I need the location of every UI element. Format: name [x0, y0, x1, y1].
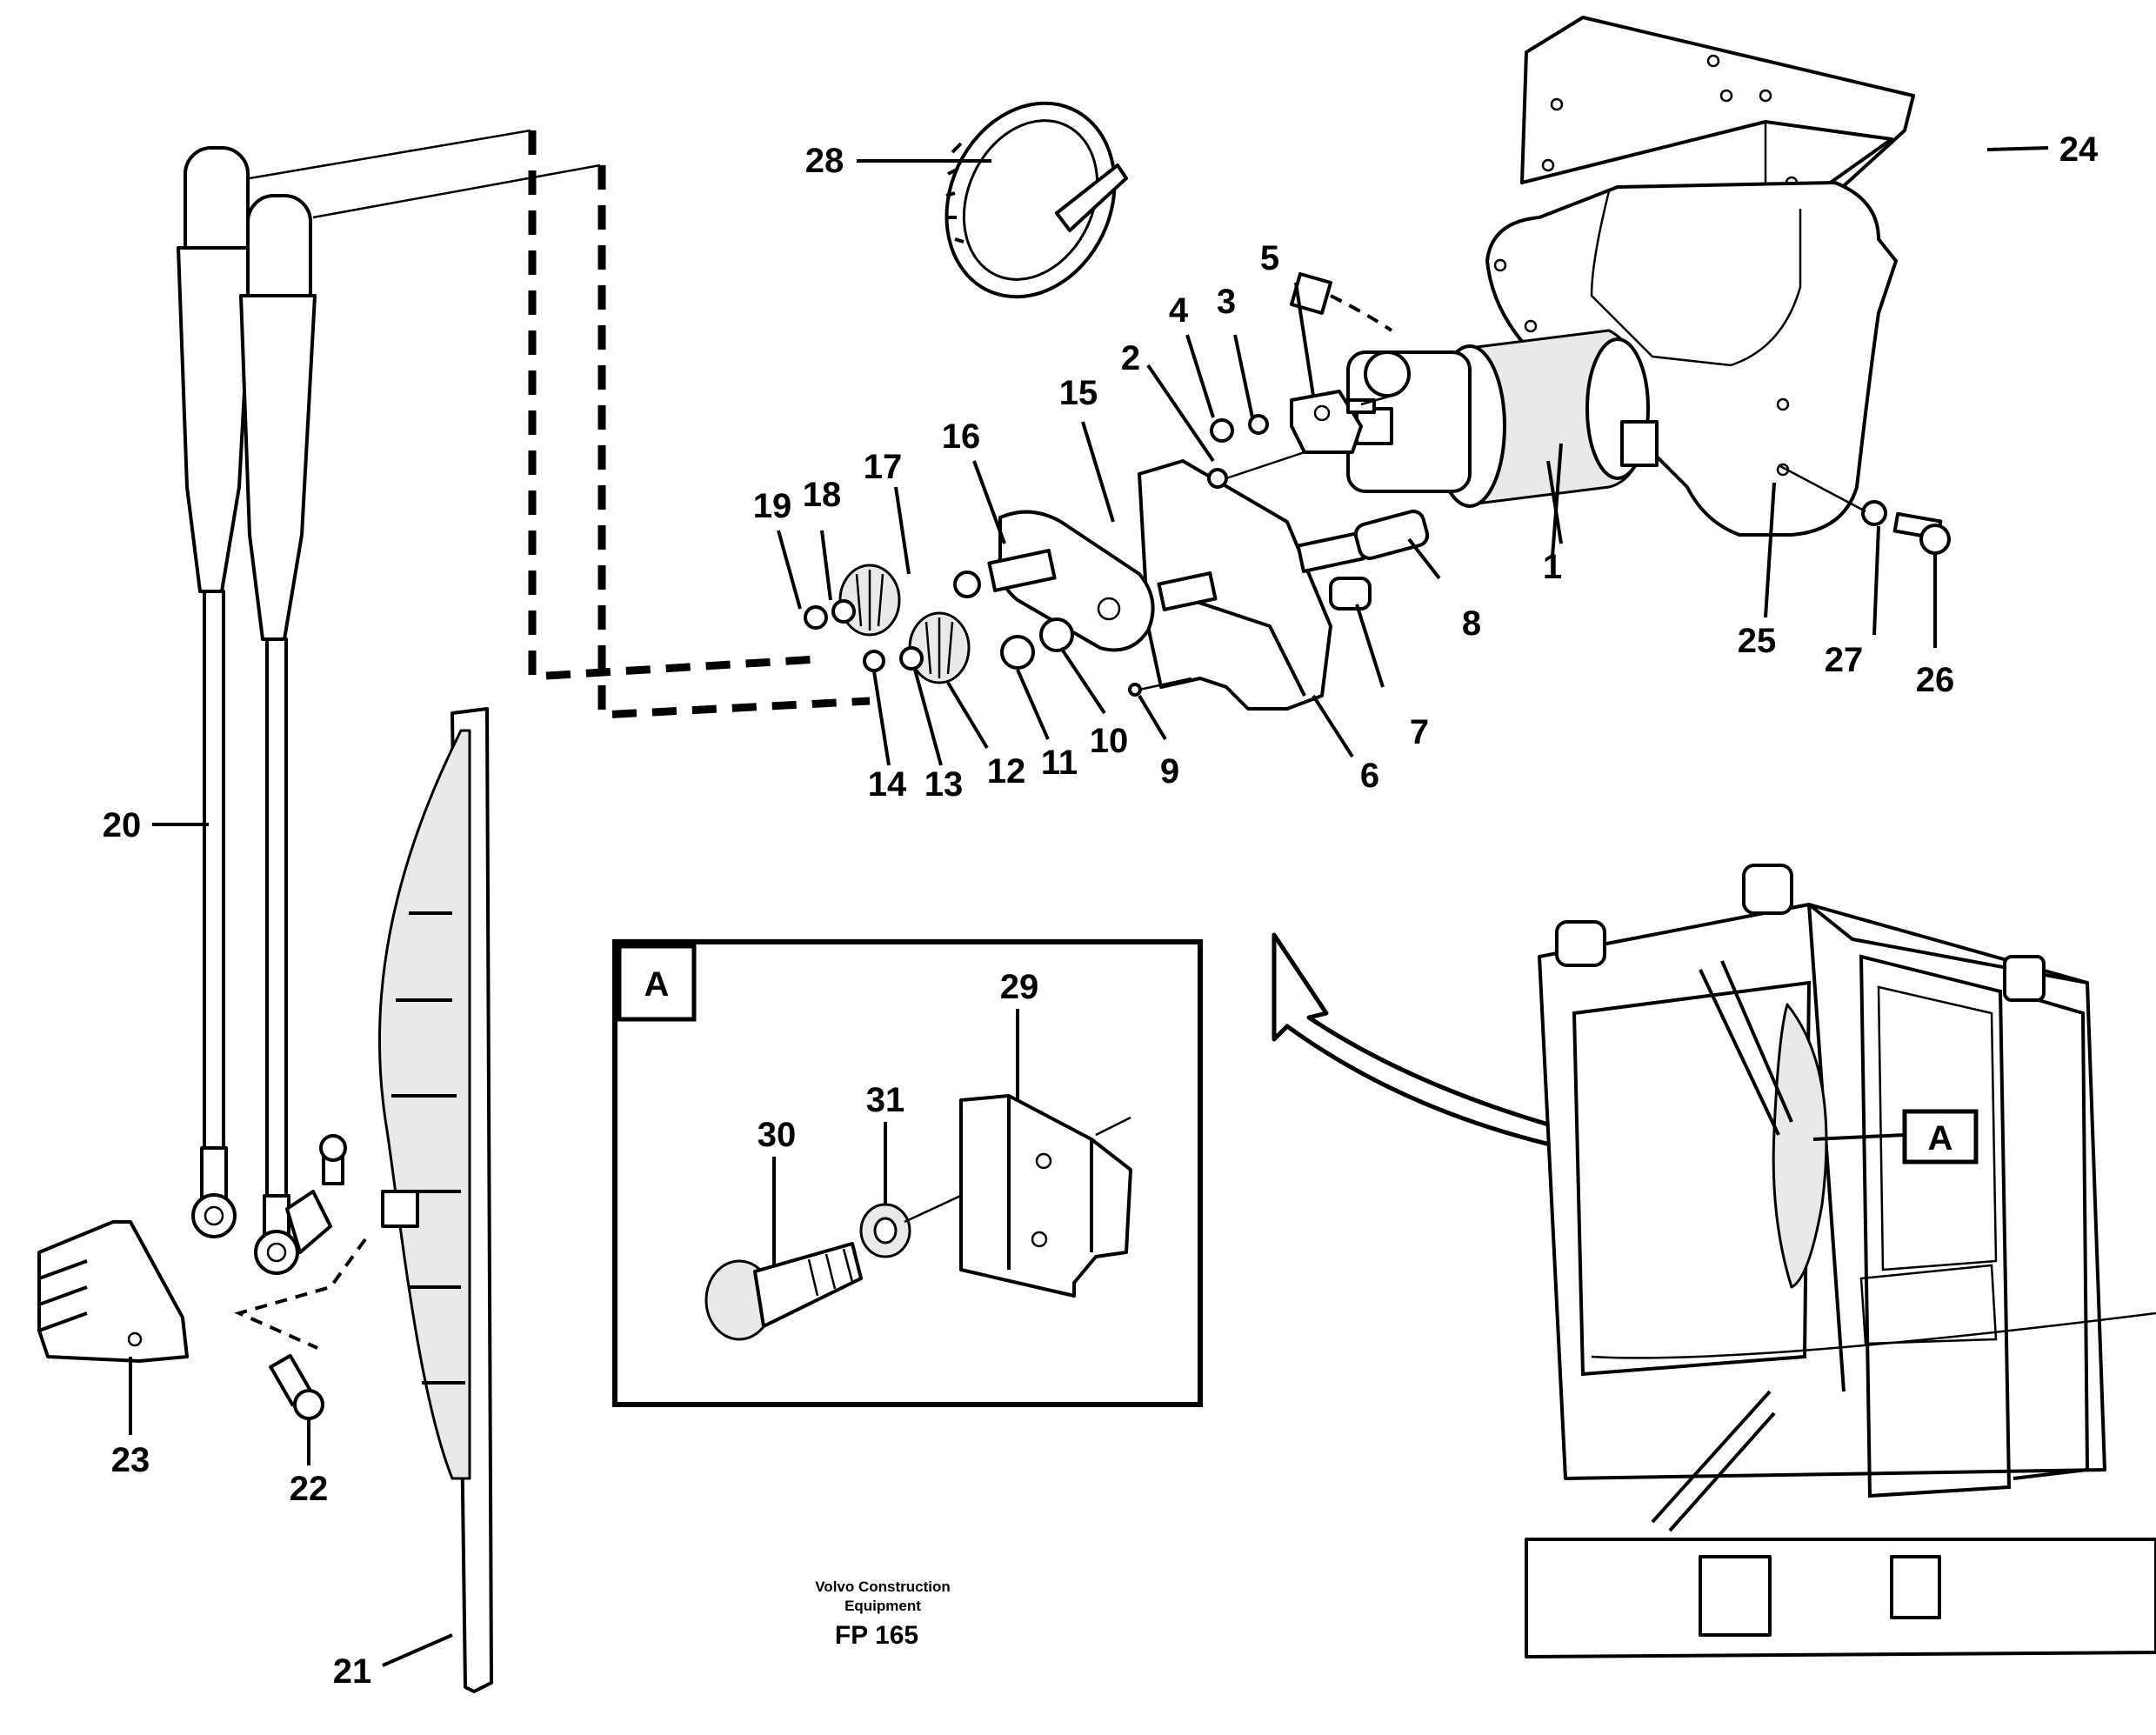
callout-27: 27 [1825, 641, 1864, 679]
plate-5 [1290, 390, 1376, 454]
callout-4: 4 [1169, 291, 1189, 330]
dashed-connection-lines [234, 130, 871, 1350]
brand-line-2: Equipment [844, 1598, 921, 1614]
hose-clamp-28 [945, 101, 1128, 299]
callout-numbers: 1 2 3 4 5 6 7 8 9 10 11 12 13 14 15 16 1… [103, 130, 2099, 1691]
figure-code: FP 165 [835, 1621, 918, 1650]
callout-30: 30 [758, 1116, 797, 1154]
callout-26: 26 [1916, 661, 1955, 699]
brand-line-1: Volvo Construction [815, 1578, 951, 1595]
callout-11: 11 [1041, 744, 1078, 782]
callout-10: 10 [1090, 722, 1129, 760]
callout-31: 31 [866, 1081, 905, 1119]
callout-25: 25 [1738, 622, 1777, 660]
wiper-arms [177, 129, 601, 1275]
detail-label: A [644, 965, 670, 1004]
callout-21: 21 [333, 1652, 372, 1691]
callout-18: 18 [803, 476, 842, 514]
callout-28: 28 [805, 142, 844, 180]
wiper-blade [319, 707, 493, 1693]
callout-29: 29 [1000, 968, 1039, 1006]
callout-5: 5 [1260, 239, 1279, 277]
bolt-22 [269, 1353, 324, 1420]
callout-19: 19 [753, 487, 792, 525]
machine-cab [1525, 864, 2156, 1658]
bracket-23 [37, 1220, 189, 1363]
callout-15: 15 [1059, 374, 1098, 412]
callout-7: 7 [1410, 713, 1429, 751]
callout-2: 2 [1121, 339, 1140, 377]
bracket-6 [1138, 459, 1332, 711]
callout-12: 12 [987, 752, 1026, 791]
callout-16: 16 [942, 417, 981, 456]
callout-6: 6 [1360, 757, 1379, 795]
detail-box-a [612, 939, 1203, 1407]
callout-8: 8 [1462, 604, 1481, 643]
callout-17: 17 [864, 448, 903, 486]
spindle-assemblies [804, 394, 1430, 697]
leader-lines [129, 146, 2049, 1667]
callout-3: 3 [1217, 283, 1236, 321]
callout-14: 14 [868, 765, 907, 804]
callout-13: 13 [924, 765, 964, 804]
callout-9: 9 [1160, 752, 1179, 791]
callout-20: 20 [103, 806, 142, 844]
footer: Volvo Construction Equipment FP 165 [815, 1578, 951, 1650]
callout-1: 1 [1543, 548, 1562, 586]
wiper-motor-1 [1290, 272, 1659, 508]
callout-24: 24 [2059, 130, 2099, 169]
callout-23: 23 [111, 1441, 150, 1479]
callout-22: 22 [290, 1470, 329, 1508]
detail-pointer-label: A [1928, 1119, 1953, 1158]
